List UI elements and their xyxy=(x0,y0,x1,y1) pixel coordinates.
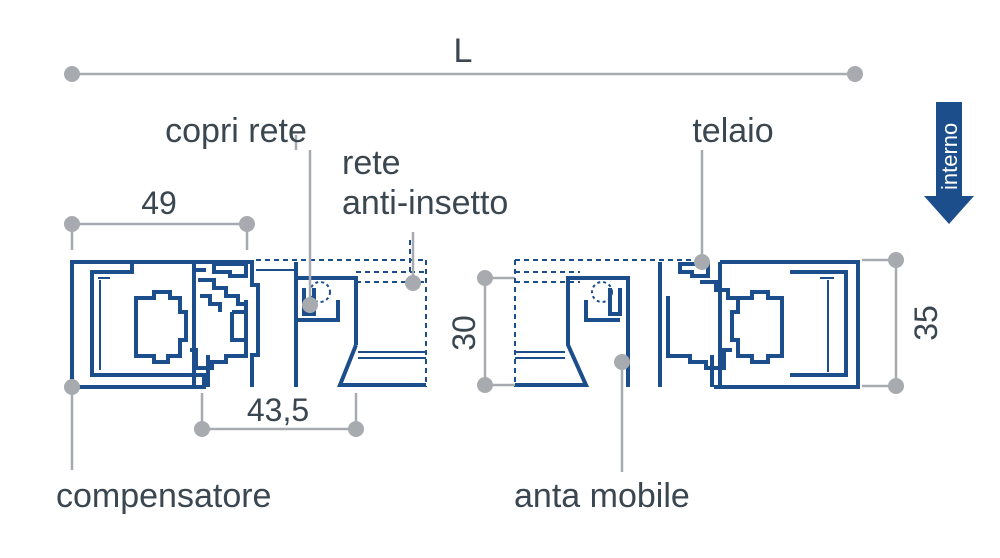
length-label: L xyxy=(454,32,473,70)
telaio-label: telaio xyxy=(692,112,773,150)
length-dimension: L xyxy=(64,32,863,82)
dimension-49-label: 49 xyxy=(141,185,177,221)
rete-label: rete xyxy=(342,144,401,182)
dimension-35-label: 35 xyxy=(908,305,944,341)
copri-rete-label: copri rete xyxy=(165,112,307,150)
dimension-30: 30 xyxy=(446,270,515,393)
left-profile xyxy=(70,240,427,389)
dimension-49: 49 xyxy=(64,185,255,250)
anti-insetto-label: anti-insetto xyxy=(342,184,508,222)
anta-mobile-label: anta mobile xyxy=(514,477,690,515)
dimension-43-5: 43,5 xyxy=(194,392,364,437)
interno-label: interno xyxy=(937,123,962,190)
dimension-35: 35 xyxy=(862,252,944,394)
dimension-30-label: 30 xyxy=(446,315,482,351)
callouts xyxy=(64,135,710,472)
right-profile xyxy=(514,259,860,389)
compensatore-label: compensatore xyxy=(56,477,271,515)
interno-arrow-icon: interno xyxy=(924,102,974,224)
dimension-43-5-label: 43,5 xyxy=(247,392,309,428)
